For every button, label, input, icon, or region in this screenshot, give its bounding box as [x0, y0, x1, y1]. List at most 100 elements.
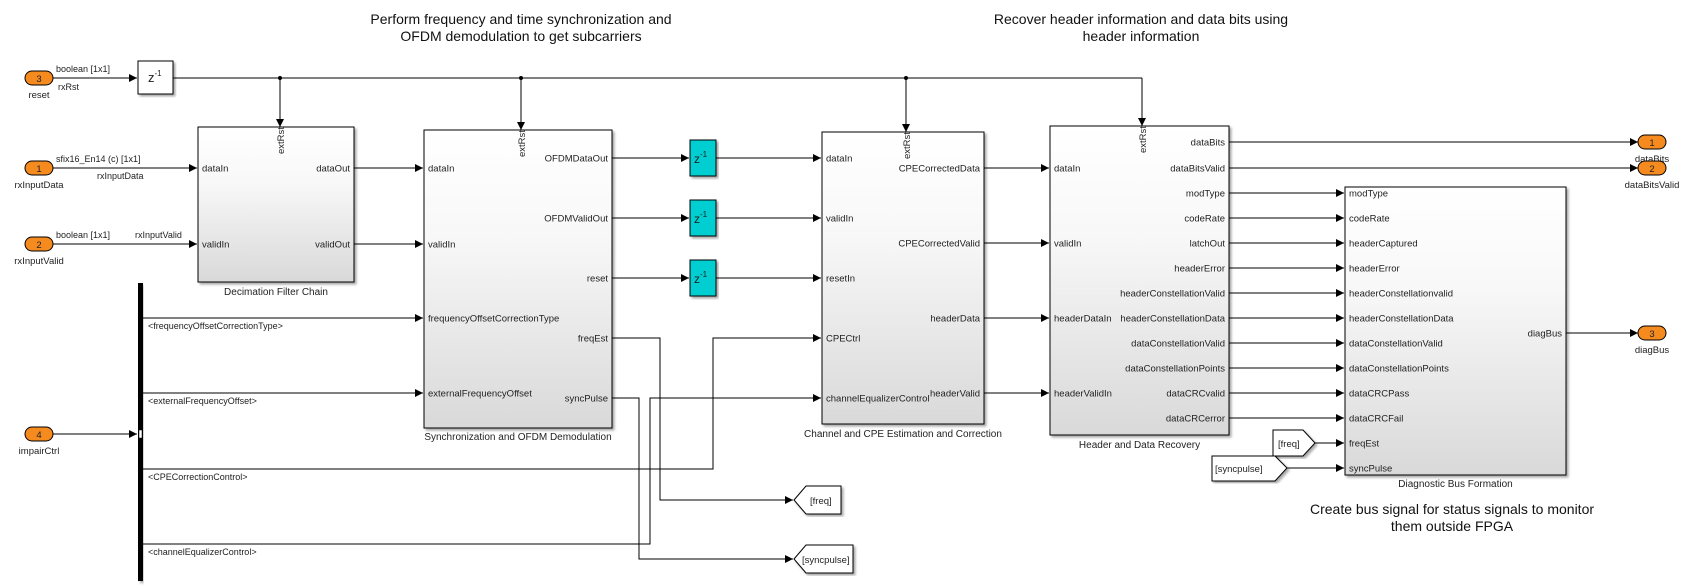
wire-freqest[interactable] [612, 337, 793, 504]
inport-number: 4 [36, 430, 41, 441]
inport-rxinputdata[interactable]: 1 rxInputData [14, 160, 64, 191]
outport-label: diagBus [1635, 345, 1670, 356]
input-port-label: resetIn [826, 274, 855, 285]
signal-name-rxrst: rxRst [58, 82, 79, 92]
input-port-label: headerCaptured [1349, 239, 1418, 250]
delay-symbol: z-1 [148, 69, 162, 85]
outport-number: 3 [1649, 329, 1654, 340]
outport-databits[interactable]: 1 dataBits [1635, 134, 1670, 165]
port-label-extrst: extRst [902, 132, 913, 159]
bus-signal-label: <CPECorrectionControl> [148, 472, 248, 482]
block-body [423, 129, 613, 429]
block-name: Decimation Filter Chain [224, 287, 328, 298]
signal-type-rxinputdata: sfix16_En14 (c) [1x1] [56, 154, 141, 164]
from-freq[interactable]: [freq] [1272, 429, 1316, 457]
port-label-extrst: extRst [276, 127, 287, 154]
input-port-label: headerConstellationData [1349, 314, 1454, 325]
inport-label: rxInputValid [14, 256, 63, 267]
annotation-sync-line2: OFDM demodulation to get subcarriers [400, 28, 641, 44]
block-name: Channel and CPE Estimation and Correctio… [804, 429, 1002, 440]
block-body [821, 131, 985, 425]
outport-diagbus[interactable]: 3 diagBus [1635, 325, 1670, 356]
delay-block-ofdm-valid[interactable]: z-1 [689, 199, 717, 237]
outport-databitsvalid[interactable]: 2 dataBitsValid [1625, 160, 1680, 191]
from-tag-label: [syncpulse] [1215, 464, 1263, 475]
input-port-label: freqEst [1349, 439, 1379, 450]
output-port-label: modType [1186, 189, 1225, 200]
inport-number: 1 [36, 164, 41, 175]
block-body [1344, 186, 1567, 476]
signal-name-rxinputdata: rxInputData [97, 171, 144, 181]
input-port-label: externalFrequencyOffset [428, 389, 532, 400]
signal-type-reset: boolean [1x1] [56, 64, 110, 74]
annotation-diag-line2: them outside FPGA [1391, 518, 1514, 534]
branch-point [278, 76, 282, 80]
output-port-label: reset [587, 274, 608, 285]
signal-type-rxinputvalid: boolean [1x1] [56, 230, 110, 240]
outport-number: 2 [1649, 164, 1654, 175]
inport-reset[interactable]: 3 reset [24, 70, 54, 101]
output-port-label: validOut [315, 240, 350, 251]
input-port-label: frequencyOffsetCorrectionType [428, 314, 559, 325]
inport-rxinputvalid[interactable]: 2 rxInputValid [14, 236, 64, 267]
input-port-label: channelEqualizerControl [826, 394, 930, 405]
subsystem-diag[interactable]: Diagnostic Bus FormationmodTypecodeRateh… [1344, 186, 1567, 490]
output-port-label: latchOut [1190, 239, 1226, 250]
output-port-label: headerConstellationValid [1120, 289, 1225, 300]
goto-freq[interactable]: [freq] [793, 485, 842, 515]
annotation-diag-line1: Create bus signal for status signals to … [1310, 501, 1594, 517]
subsystem-decim[interactable]: Decimation Filter ChainextRstdataInvalid… [197, 126, 355, 298]
block-name: Diagnostic Bus Formation [1398, 479, 1513, 490]
delay-block-rxrst[interactable]: z-1 [137, 60, 174, 95]
delay-block-reset[interactable]: z-1 [689, 259, 717, 297]
output-port-label: headerError [1174, 264, 1225, 275]
subsystem-blocks: Decimation Filter Chain extRst dataIn valid… [197, 125, 1567, 490]
port-label-extrst: extRst [517, 130, 528, 157]
output-port-label: syncPulse [565, 394, 608, 405]
input-port-label: dataIn [826, 154, 852, 165]
bus-selector[interactable] [138, 283, 143, 581]
inport-number: 2 [36, 240, 41, 251]
output-port-label: OFDMValidOut [544, 214, 608, 225]
inport-label: impairCtrl [19, 446, 60, 457]
subsystem-hdr[interactable]: Header and Data RecoveryextRstdataInvali… [1049, 125, 1230, 451]
block-name: Header and Data Recovery [1079, 440, 1200, 451]
output-port-label: dataBitsValid [1170, 164, 1225, 175]
output-port-label: dataBits [1191, 138, 1226, 149]
input-port-label: CPECtrl [826, 334, 860, 345]
wire-cpe-correction-control[interactable] [143, 334, 821, 470]
output-port-label: headerData [930, 314, 980, 325]
inport-impairctrl[interactable]: 4 impairCtrl [19, 426, 60, 457]
output-port-label: diagBus [1528, 329, 1563, 340]
input-port-label: dataIn [428, 164, 454, 175]
input-port-label: dataIn [1054, 164, 1080, 175]
input-port-label: headerDataIn [1054, 314, 1112, 325]
from-syncpulse[interactable]: [syncpulse] [1211, 455, 1288, 482]
input-port-label: dataCRCFail [1349, 414, 1403, 425]
input-port-label: validIn [428, 240, 455, 251]
bus-signal-label: <channelEqualizerControl> [148, 547, 257, 557]
branch-point [904, 76, 908, 80]
output-port-label: dataConstellationValid [1131, 339, 1225, 350]
inport-label: rxInputData [14, 180, 64, 191]
outport-label: dataBitsValid [1625, 180, 1680, 191]
input-port-label: validIn [202, 240, 229, 251]
inport-number: 3 [36, 74, 41, 85]
wire-syncpulse[interactable] [612, 397, 793, 563]
delay-block-ofdm-data[interactable]: z-1 [689, 139, 717, 177]
annotation-sync-line1: Perform frequency and time synchronizati… [370, 11, 671, 27]
subsystem-chan[interactable]: Channel and CPE Estimation and Correctio… [804, 131, 1002, 440]
goto-syncpulse[interactable]: [syncpulse] [793, 544, 854, 574]
wire-channel-equalizer-control[interactable] [143, 394, 821, 545]
block-name: Synchronization and OFDM Demodulation [424, 432, 611, 443]
input-port-label: headerConstellationvalid [1349, 289, 1453, 300]
output-port-label: CPECorrectedData [899, 164, 981, 175]
subsystem-sync[interactable]: Synchronization and OFDM Demodulation ext… [423, 129, 613, 443]
from-tag-label: [freq] [1278, 439, 1300, 450]
output-port-label: freqEst [578, 334, 608, 345]
output-port-label: dataCRCerror [1166, 414, 1225, 425]
signal-name-rxinputvalid: rxInputValid [135, 230, 182, 240]
outport-label: dataBits [1635, 154, 1670, 165]
input-port-label: headerValidIn [1054, 389, 1112, 400]
block-body [1049, 125, 1230, 436]
